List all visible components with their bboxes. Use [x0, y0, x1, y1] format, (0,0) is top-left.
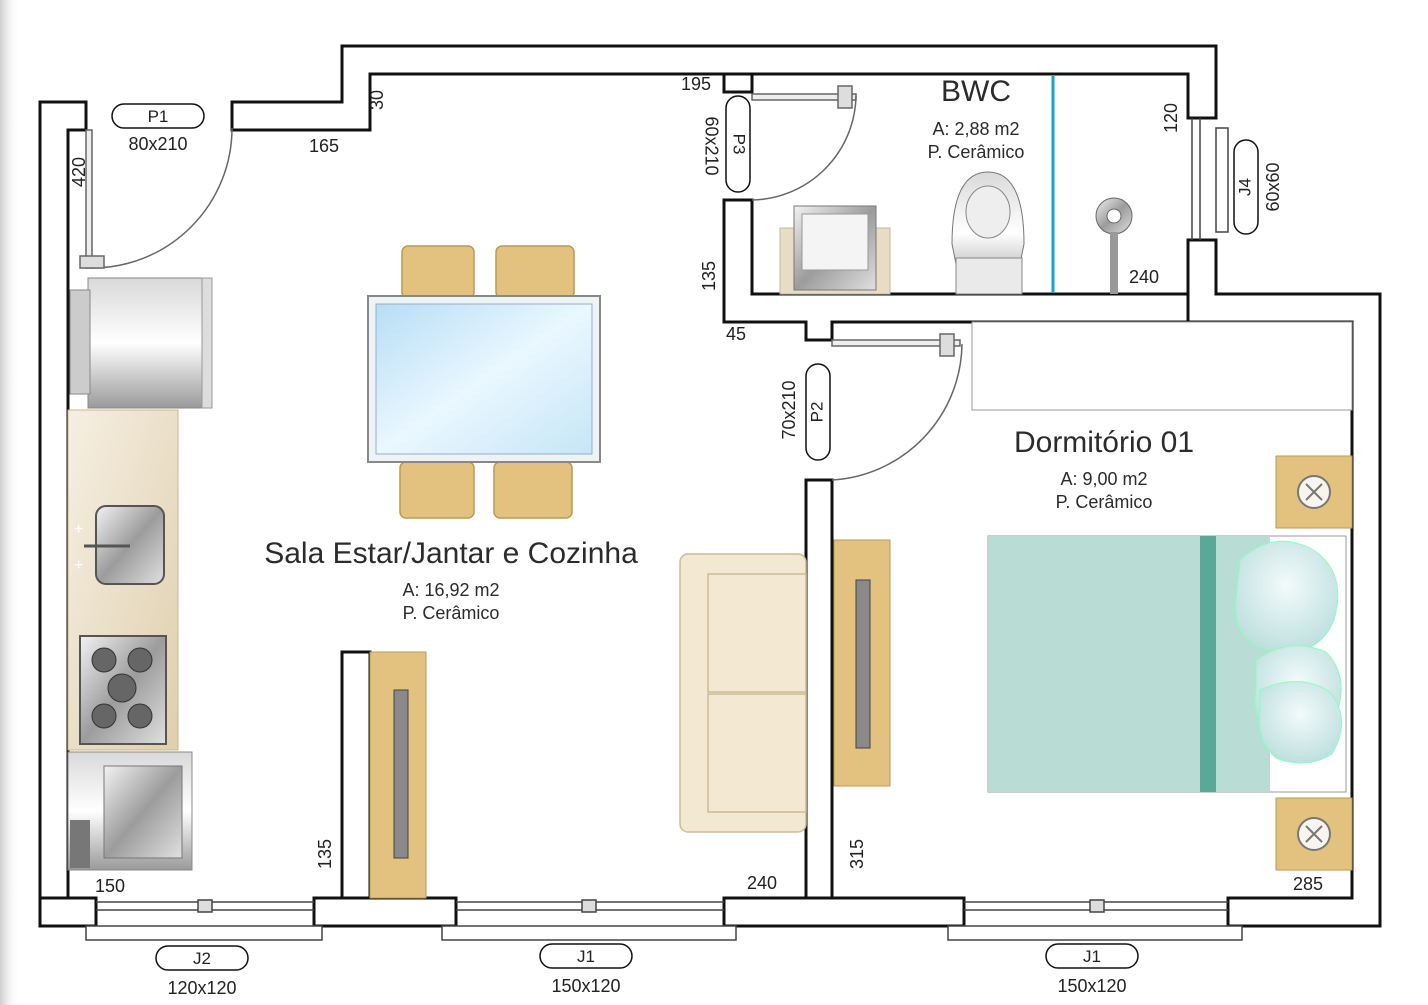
dim-135-bwc: 135 — [699, 261, 719, 291]
window-j1-living-tag: J1 — [577, 947, 595, 966]
dim-195: 195 — [681, 74, 711, 94]
window-j4-size: 60x60 — [1263, 162, 1283, 211]
door-p2-tag: P2 — [807, 402, 826, 423]
dim-240-living: 240 — [747, 873, 777, 893]
door-p2[interactable] — [831, 333, 963, 481]
tv-unit-living — [369, 651, 427, 899]
door-p1-tag: P1 — [148, 107, 169, 126]
window-j2-tag: J2 — [193, 949, 211, 968]
door-p3-size: 60x210 — [701, 116, 721, 175]
dim-420: 420 — [69, 157, 89, 187]
wardrobe — [971, 321, 1353, 411]
door-p2-size: 70x210 — [779, 380, 799, 439]
window-j1-living[interactable] — [441, 899, 737, 941]
door-p3[interactable] — [751, 85, 857, 201]
tv-unit-bedroom — [833, 539, 891, 787]
dim-315: 315 — [847, 839, 867, 869]
room-name-bwc: BWC — [941, 75, 1011, 108]
dim-285: 285 — [1293, 874, 1323, 894]
room-floor-bedroom: P. Cerâmico — [1056, 492, 1153, 512]
svg-text:+: + — [74, 557, 83, 574]
dining-table — [367, 245, 601, 519]
kitchen: + + — [67, 277, 213, 871]
bedroom-furniture — [971, 321, 1353, 871]
svg-text:+: + — [74, 521, 83, 538]
room-name-living: Sala Estar/Jantar e Cozinha — [264, 537, 638, 570]
dim-150: 150 — [95, 876, 125, 896]
window-j2-size: 120x120 — [167, 978, 236, 998]
room-area-bedroom: A: 9,00 m2 — [1060, 469, 1147, 489]
dim-240-bwc: 240 — [1129, 267, 1159, 287]
page-shadow — [0, 0, 20, 1005]
dim-120: 120 — [1161, 103, 1181, 133]
door-p1-size: 80x210 — [128, 134, 187, 154]
door-p1[interactable] — [79, 127, 233, 269]
door-p3-tag: P3 — [730, 134, 749, 155]
window-j4[interactable] — [1191, 118, 1229, 240]
room-floor-bwc: P. Cerâmico — [928, 142, 1025, 162]
window-j1-bedroom-tag: J1 — [1083, 947, 1101, 966]
dim-30: 30 — [367, 90, 387, 110]
room-name-bedroom: Dormitório 01 — [1014, 426, 1194, 459]
window-j1-bedroom[interactable] — [947, 899, 1243, 941]
window-j1-living-size: 150x120 — [551, 976, 620, 996]
dim-135-living: 135 — [315, 839, 335, 869]
dim-165: 165 — [309, 136, 339, 156]
bwc-fixtures — [779, 76, 1133, 295]
window-j1-bedroom-size: 150x120 — [1057, 976, 1126, 996]
room-area-bwc: A: 2,88 m2 — [932, 119, 1019, 139]
window-j2[interactable] — [85, 899, 323, 941]
sofa — [679, 553, 807, 833]
dim-45: 45 — [726, 324, 746, 344]
room-area-living: A: 16,92 m2 — [402, 580, 499, 600]
window-j4-tag: J4 — [1235, 178, 1254, 196]
refrigerator — [87, 277, 207, 409]
room-floor-living: P. Cerâmico — [403, 603, 500, 623]
